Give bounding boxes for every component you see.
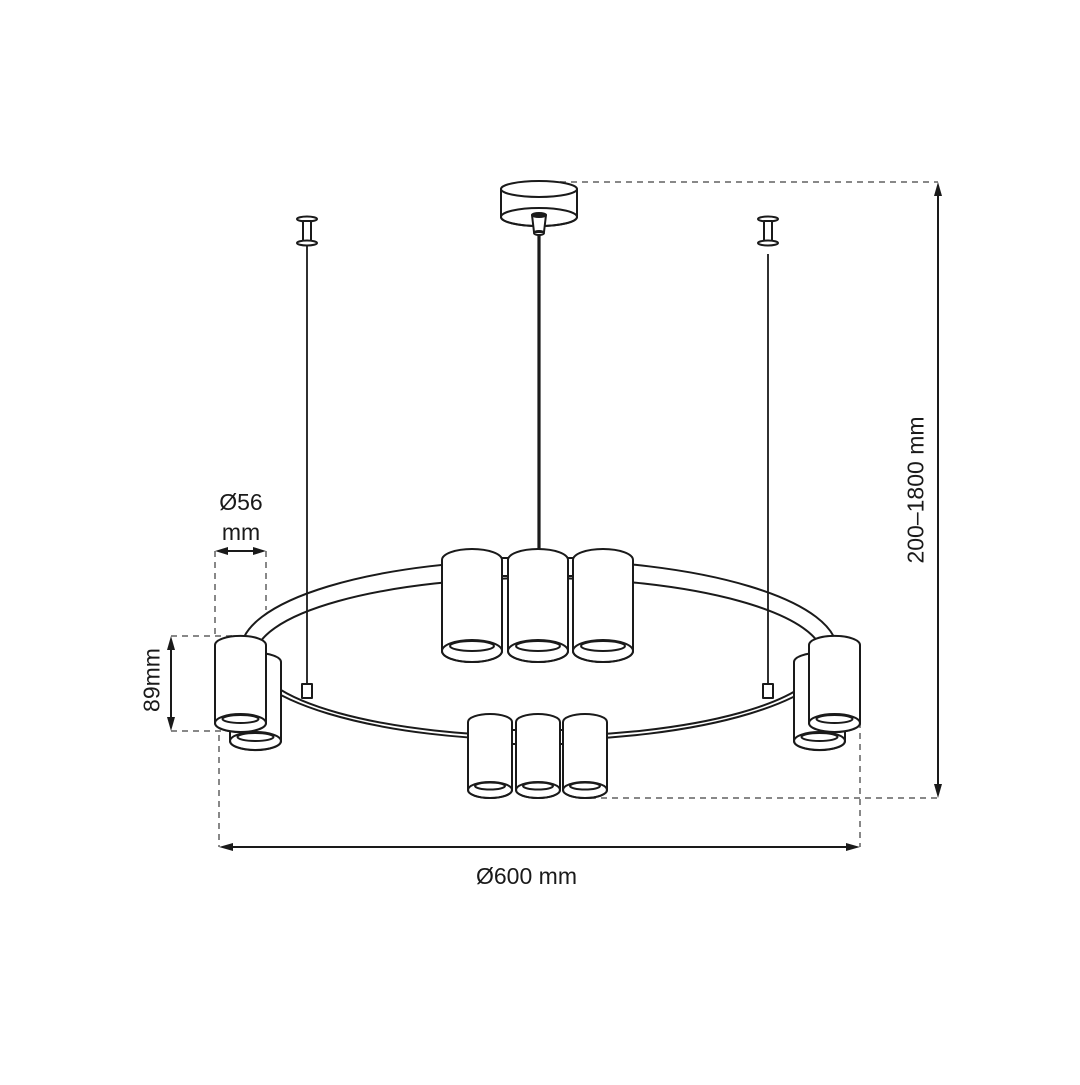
shade-diameter-value: Ø56 bbox=[219, 489, 263, 515]
left-suspension-hook bbox=[296, 215, 318, 247]
left-wire-clamp bbox=[301, 683, 313, 699]
overall-diameter-label: Ø600 mm bbox=[476, 863, 577, 889]
spotlight-group-left bbox=[214, 634, 282, 752]
ceiling-canopy bbox=[500, 180, 578, 236]
shade-diameter-label: Ø56 mm bbox=[215, 487, 267, 547]
shade-diameter-arrow bbox=[215, 547, 266, 555]
right-suspension-hook bbox=[757, 215, 779, 247]
shade-diameter-unit: mm bbox=[221, 519, 261, 545]
dimension-guides bbox=[171, 181, 938, 847]
spotlight-group-back bbox=[441, 548, 634, 663]
shade-height-arrow bbox=[167, 636, 175, 731]
spotlight-group-front bbox=[467, 713, 608, 799]
height-dimension-arrow bbox=[934, 182, 942, 798]
diameter-dimension-arrow bbox=[219, 843, 860, 851]
spotlight-group-right bbox=[793, 634, 861, 752]
shade-height-label: 89mm bbox=[138, 648, 165, 712]
suspension-height-label: 200–1800 mm bbox=[902, 416, 929, 564]
right-wire-clamp bbox=[762, 683, 774, 699]
